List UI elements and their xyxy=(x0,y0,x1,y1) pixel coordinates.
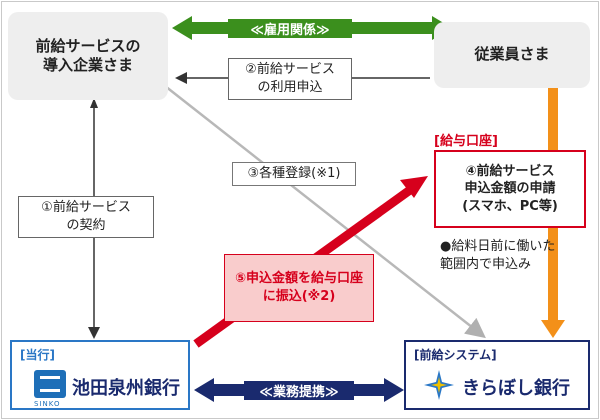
contract-note: ①前給サービス の契約 xyxy=(18,196,154,238)
ikeda-bank-box: [当行] SINKO 池田泉州銀行 xyxy=(10,340,190,410)
ikeda-bank-tag: [当行] xyxy=(20,348,55,362)
kiraboshi-bank-box: [前給システム] きらぼし銀行 xyxy=(404,340,590,410)
register-note: ③各種登録(※1) xyxy=(232,162,356,186)
company-node: 前給サービスの 導入企業さま xyxy=(8,12,168,100)
work-range-note: ●給料日前に働いた 範囲内で申込み xyxy=(440,239,556,273)
ikeda-sub-label: SINKO xyxy=(34,400,61,408)
kiraboshi-star-icon xyxy=(424,370,454,400)
business-tie-label: ≪業務提携≫ xyxy=(244,381,354,400)
ikeda-senshu-logo-icon xyxy=(34,370,66,398)
apply-service-note: ②前給サービス の利用申込 xyxy=(228,58,352,100)
employment-label: ≪雇用関係≫ xyxy=(228,19,352,38)
register-arrow xyxy=(164,85,486,339)
ikeda-bank-name: 池田泉州銀行 xyxy=(72,378,180,399)
kyuyo-koza-label: [給与口座] xyxy=(434,134,498,149)
request-box: ④前給サービス 申込金額の申請 (スマホ、PC等) xyxy=(434,150,586,228)
kiraboshi-bank-tag: [前給システム] xyxy=(414,348,497,362)
employee-node: 従業員さま xyxy=(434,22,590,88)
kiraboshi-bank-name: きらぼし銀行 xyxy=(462,378,570,399)
transfer-box: ⑤申込金額を給与口座 に振込(※2) xyxy=(224,254,374,322)
